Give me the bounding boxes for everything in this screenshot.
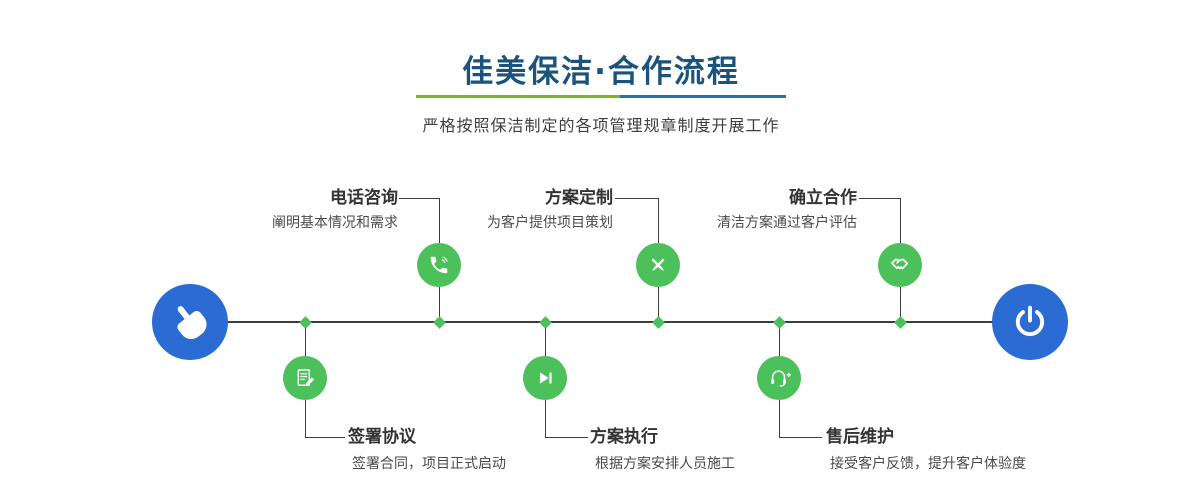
step-label-phone: 电话咨询	[330, 188, 398, 208]
timeline-diamond	[538, 315, 552, 329]
timeline-diamond	[298, 315, 312, 329]
timeline-diamond	[651, 315, 665, 329]
step-desc-plan: 为客户提供项目策划	[487, 215, 613, 231]
crossed-pencils-icon	[651, 258, 665, 271]
pointing-hand-icon	[177, 306, 207, 339]
handshake-icon	[890, 257, 908, 269]
step-label-agreement: 签署协议	[348, 427, 416, 447]
end-node	[992, 284, 1068, 360]
connector-line	[779, 400, 780, 437]
step-desc-cooperation: 清洁方案通过客户评估	[717, 215, 857, 231]
start-node	[152, 284, 228, 360]
connector-line	[658, 287, 659, 322]
step-label-cooperation: 确立合作	[789, 188, 857, 208]
underline-green-segment	[416, 95, 620, 98]
step-node-aftersales	[757, 356, 801, 400]
connector-line	[900, 287, 901, 322]
step-node-agreement	[283, 356, 327, 400]
connector-line	[615, 198, 658, 199]
connector-line	[658, 198, 659, 243]
connector-line	[545, 400, 546, 437]
headset-icon	[770, 369, 791, 387]
step-label-aftersales: 售后维护	[826, 427, 894, 447]
play-icon	[539, 372, 552, 384]
step-desc-aftersales: 接受客户反馈，提升客户体验度	[830, 456, 1026, 472]
page-title: 佳美保洁·合作流程	[462, 54, 740, 90]
connector-line	[900, 198, 901, 243]
connector-line	[779, 322, 780, 356]
step-node-phone	[417, 243, 461, 287]
connector-line	[305, 437, 345, 438]
timeline-line	[190, 321, 1030, 323]
step-desc-phone: 阐明基本情况和需求	[272, 215, 398, 231]
connector-line	[439, 198, 440, 243]
timeline-diamond	[432, 315, 446, 329]
timeline-diamond	[772, 315, 786, 329]
page-subtitle: 严格按照保洁制定的各项管理规章制度开展工作	[422, 116, 780, 135]
connector-line	[305, 322, 306, 356]
step-desc-agreement: 签署合同，项目正式启动	[352, 456, 506, 472]
step-label-execution: 方案执行	[590, 427, 658, 447]
connector-line	[779, 437, 822, 438]
underline-blue-segment	[619, 95, 786, 98]
connector-line	[305, 400, 306, 437]
contract-icon	[297, 368, 314, 386]
phone-icon	[430, 256, 448, 274]
step-node-plan	[636, 243, 680, 287]
title-underline	[416, 95, 786, 98]
step-label-plan: 方案定制	[545, 188, 613, 208]
connector-line	[399, 198, 440, 199]
connector-line	[545, 322, 546, 356]
connector-line	[439, 287, 440, 322]
connector-line	[545, 437, 588, 438]
step-node-execution	[523, 356, 567, 400]
step-node-cooperation	[878, 243, 922, 287]
connector-line	[859, 198, 900, 199]
power-icon	[1015, 305, 1045, 337]
timeline-diamond	[893, 315, 907, 329]
step-desc-execution: 根据方案安排人员施工	[595, 456, 735, 472]
